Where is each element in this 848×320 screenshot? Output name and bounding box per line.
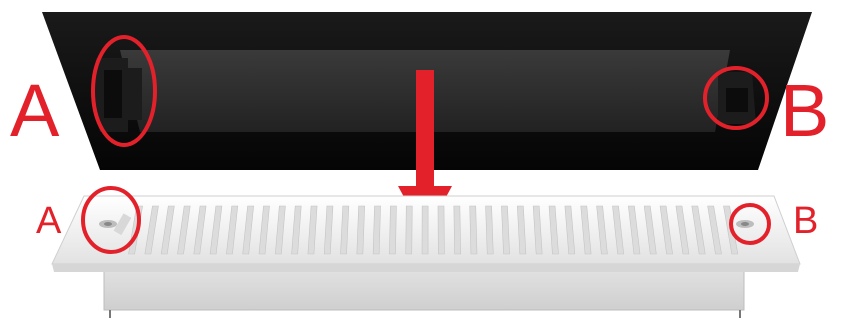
label-a-bottom: A — [36, 202, 61, 240]
louver-slot — [470, 206, 477, 254]
label-b-bottom: B — [793, 202, 818, 240]
louver-slot — [389, 206, 396, 254]
white-vent — [52, 196, 800, 318]
louver-slot — [406, 206, 413, 254]
clip-b-top — [718, 72, 756, 124]
louver-slot — [373, 206, 380, 254]
screw-b — [736, 220, 754, 228]
label-a-top: A — [10, 74, 59, 148]
louver-slot — [438, 206, 444, 254]
louver-slot — [486, 206, 494, 254]
louver-slot — [454, 206, 461, 254]
label-b-top: B — [780, 74, 829, 148]
louver-slot — [422, 206, 428, 254]
